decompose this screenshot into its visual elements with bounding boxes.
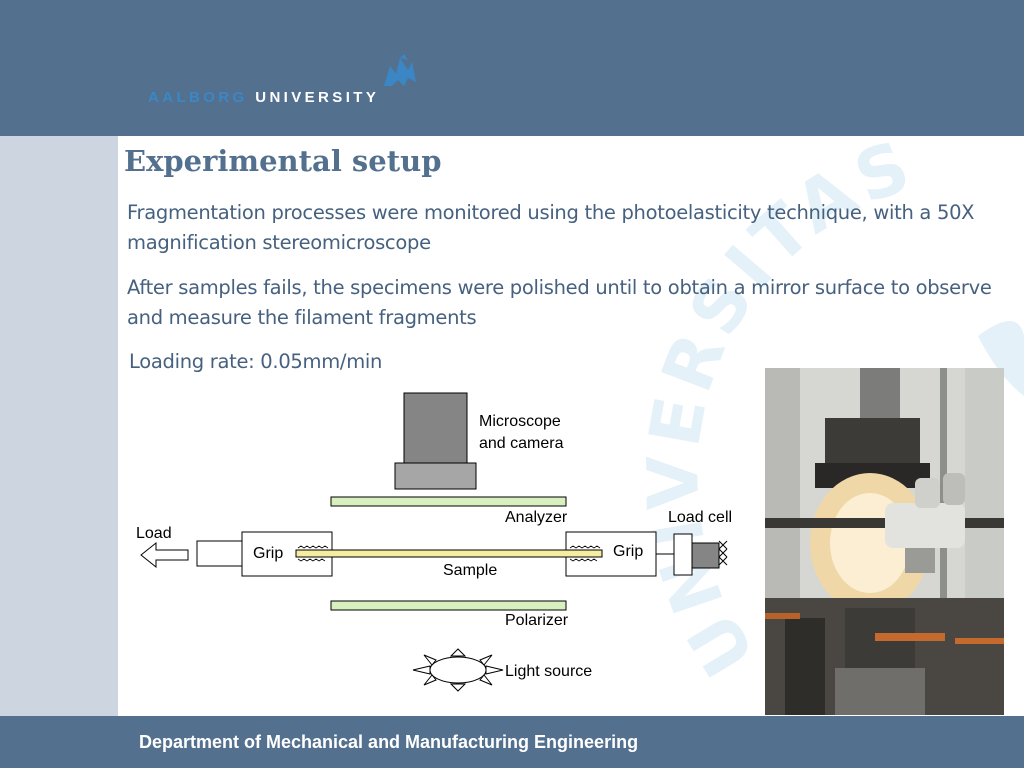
paragraph-polishing: After samples fails, the specimens were … [127, 276, 992, 329]
apparatus-photo [765, 368, 1004, 715]
label-load-cell: Load cell [668, 509, 732, 526]
label-microscope-line2: and camera [479, 435, 564, 452]
microscope-body [403, 392, 468, 464]
logo-word-university: UNIVERSITY [255, 89, 380, 106]
label-grip-right: Grip [613, 543, 643, 560]
slide-content: UNIVERSITAS Experimental setup Fragmenta… [118, 136, 1024, 716]
loading-rate-text: Loading rate: 0.05mm/min [129, 350, 383, 373]
grip-teeth-right [569, 545, 601, 562]
fixed-support-icon [718, 540, 728, 566]
polarizer-filter [330, 600, 567, 611]
left-rod [196, 540, 243, 567]
label-analyzer: Analyzer [505, 509, 568, 526]
setup-diagram: Microscope and camera Analyzer Load cell… [136, 392, 732, 692]
logo-wordmark: AALBORG UNIVERSITY [148, 89, 379, 106]
load-cell-block [673, 533, 693, 576]
microscope-base [394, 462, 477, 490]
label-light-source: Light source [505, 663, 592, 680]
light-source-icon [412, 648, 504, 692]
sample-strip [295, 549, 603, 558]
analyzer-filter [330, 496, 567, 507]
department-name: Department of Mechanical and Manufacturi… [139, 732, 639, 752]
slide-title: Experimental setup [124, 144, 442, 178]
label-microscope-line1: Microscope [479, 413, 561, 430]
grip-teeth-left [297, 545, 329, 562]
load-cell-mount [691, 542, 720, 569]
label-load: Load [136, 525, 172, 542]
logo-mark-icon [384, 54, 416, 86]
footer-bar: Department of Mechanical and Manufacturi… [0, 716, 1024, 768]
label-grip-left: Grip [253, 545, 283, 562]
label-sample: Sample [443, 562, 497, 579]
header-bar: AALBORG UNIVERSITY [0, 0, 1024, 136]
left-sidebar-band [0, 136, 118, 716]
university-logo: AALBORG UNIVERSITY [148, 52, 448, 112]
logo-word-aalborg: AALBORG [148, 89, 248, 106]
load-arrow-icon [140, 541, 189, 569]
label-polarizer: Polarizer [505, 612, 569, 629]
paragraph-photoelasticity: Fragmentation processes were monitored u… [127, 201, 975, 254]
